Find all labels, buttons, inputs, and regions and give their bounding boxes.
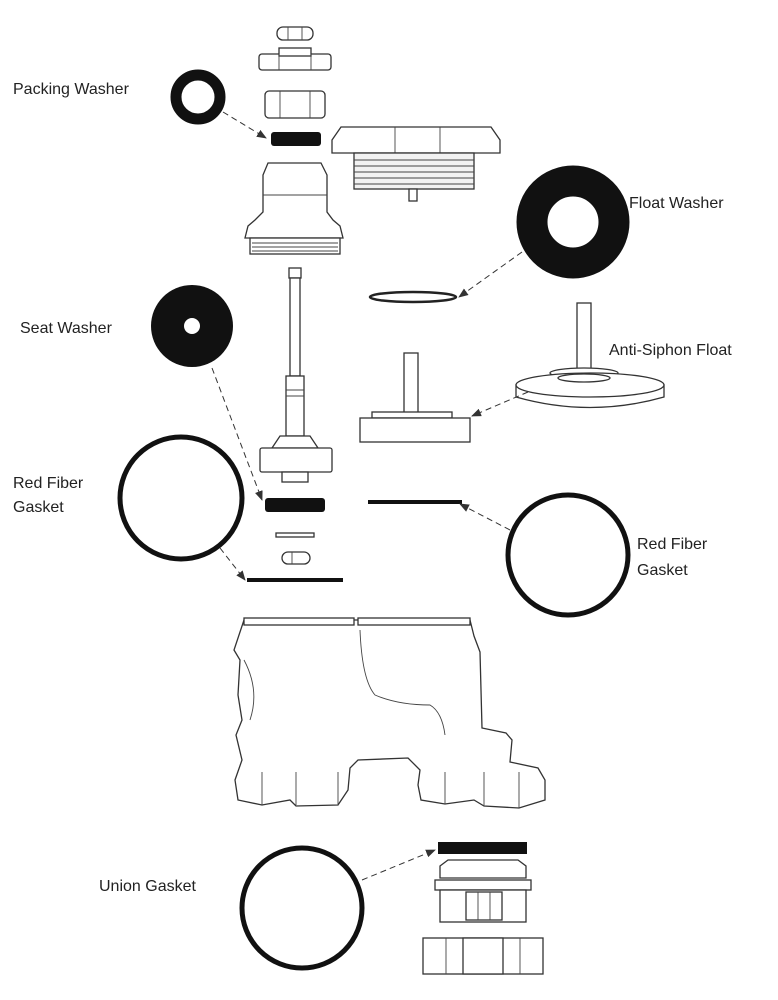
packing-washer-enlarged xyxy=(170,69,226,125)
seat-washer-enlarged xyxy=(151,285,233,367)
red-fiber-gasket-right-leader xyxy=(459,503,511,531)
seat-screw-washer xyxy=(275,532,315,538)
red-fiber-gasket-right-label-line1: Red Fiber xyxy=(637,536,708,553)
packing-washer-leader xyxy=(222,111,267,139)
red-fiber-gasket-left-label-line1: Red Fiber xyxy=(13,475,84,492)
red-fiber-gasket-left-leader xyxy=(219,547,246,581)
packing-washer-part xyxy=(271,132,321,146)
anti-siphon-float-leader xyxy=(471,391,529,417)
valve-body xyxy=(233,617,546,809)
anti-siphon-float-enlarged xyxy=(515,302,665,409)
red-fiber-gasket-right-enlarged xyxy=(505,492,631,618)
cap-assembly xyxy=(331,126,501,202)
handle-nut xyxy=(258,47,332,71)
seat-washer-part xyxy=(265,498,325,512)
union-gasket-enlarged xyxy=(239,845,365,971)
anti-siphon-float-label: Anti-Siphon Float xyxy=(609,342,732,359)
red-fiber-gasket-left-label-line2: Gasket xyxy=(13,499,64,516)
seat-washer-label: Seat Washer xyxy=(20,320,113,337)
packing-washer-label: Packing Washer xyxy=(13,81,130,98)
float-washer-enlarged xyxy=(516,165,630,279)
float-washer-leader xyxy=(458,251,523,298)
anti-siphon-float-part xyxy=(359,352,471,443)
union-gasket-leader xyxy=(361,849,436,881)
float-washer-label: Float Washer xyxy=(629,195,724,212)
float-washer-part xyxy=(368,290,458,304)
red-fiber-gasket-right-part xyxy=(368,500,462,504)
handle-screw xyxy=(276,26,314,41)
red-fiber-gasket-left-part xyxy=(247,578,343,582)
valve-stem xyxy=(259,267,333,483)
union-gasket-part xyxy=(438,842,527,854)
packing-nut xyxy=(264,90,326,119)
bonnet xyxy=(244,162,344,255)
seat-screw xyxy=(281,551,311,565)
union-nut xyxy=(422,937,544,975)
red-fiber-gasket-right-label-line2: Gasket xyxy=(637,562,688,579)
union-gasket-label: Union Gasket xyxy=(99,878,196,895)
red-fiber-gasket-left-enlarged xyxy=(117,434,245,562)
seat-washer-leader xyxy=(211,367,263,501)
union-tailpiece xyxy=(434,859,532,923)
